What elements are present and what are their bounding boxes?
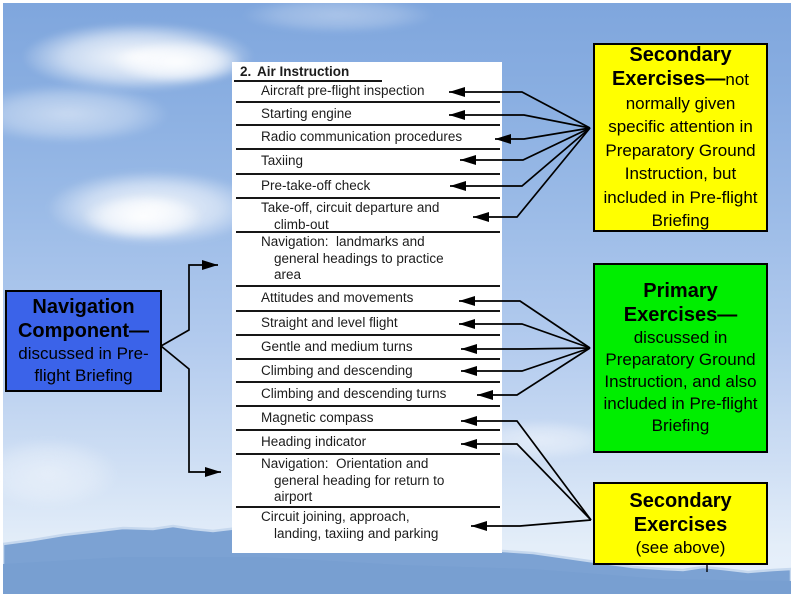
table-row: Attitudes and movements — [236, 287, 500, 312]
cloud — [83, 195, 203, 239]
cloud — [243, 0, 433, 33]
table-row: Straight and level flight — [236, 312, 500, 336]
cloud — [0, 85, 168, 143]
callout-text: Secondary Exercises (see above) — [599, 489, 762, 559]
table-row: Pre-take-off check — [236, 175, 500, 199]
callout-secondary-exercises-bottom: Secondary Exercises (see above) — [593, 482, 768, 565]
table-header: 2. Air Instruction — [232, 62, 502, 80]
callout-text: Navigation Component— discussed in Pre-f… — [11, 295, 156, 387]
table-row: Heading indicator — [236, 431, 500, 455]
callout-body: not normally given specific attention in… — [603, 70, 758, 230]
header-rule — [234, 80, 382, 82]
table-row: Climbing and descending — [236, 360, 500, 383]
table-row: Climbing and descending turns — [236, 383, 500, 407]
callout-text: Secondary Exercises—not normally given s… — [599, 43, 762, 233]
callout-title: Secondary Exercises— — [611, 43, 732, 91]
header-number: 2. — [240, 64, 252, 79]
table-row: Aircraft pre-flight inspection — [236, 80, 500, 103]
table-row: Navigation: Orientation and general head… — [236, 455, 500, 508]
callout-body: (see above) — [635, 537, 726, 557]
table-row: Radio communication procedures — [236, 126, 500, 150]
callout-title: Secondary Exercises — [629, 489, 732, 536]
callout-body: discussed in Preparatory Ground Instruct… — [603, 328, 758, 435]
air-instruction-table: 2. Air Instruction Aircraft pre-flight i… — [232, 62, 502, 553]
table-row: Take-off, circuit departure and climb-ou… — [236, 199, 500, 233]
table-row: Gentle and medium turns — [236, 336, 500, 360]
callout-title: Primary Exercises— — [623, 280, 738, 326]
table-row: Navigation: landmarks and general headin… — [236, 233, 500, 287]
header-title: Air Instruction — [257, 64, 350, 79]
callout-primary-exercises: Primary Exercises— discussed in Preparat… — [593, 263, 768, 453]
table-row: Taxiing — [236, 150, 500, 175]
table-row: Circuit joining, approach, landing, taxi… — [261, 509, 439, 541]
table-row: Magnetic compass — [236, 407, 500, 431]
table-row: Starting engine — [236, 103, 500, 126]
callout-secondary-exercises-top: Secondary Exercises—not normally given s… — [593, 43, 768, 232]
cloud — [113, 41, 243, 83]
callout-navigation-component: Navigation Component— discussed in Pre-f… — [5, 290, 162, 392]
callout-text: Primary Exercises— discussed in Preparat… — [599, 279, 762, 437]
callout-body: discussed in Pre-flight Briefing — [18, 344, 149, 385]
callout-title: Navigation Component— — [17, 296, 150, 342]
cloud — [0, 438, 118, 508]
